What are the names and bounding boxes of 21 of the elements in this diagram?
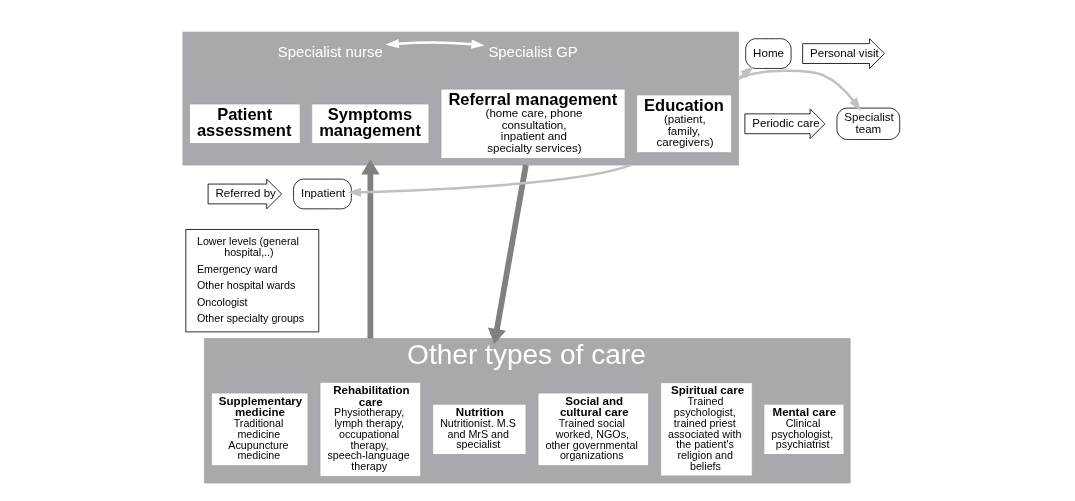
node-box: Specialist team [836, 107, 900, 140]
node-box: Home [744, 38, 792, 69]
node-box: Social and cultural care Trained social worked, NGOs, other governmental organizations [537, 392, 649, 467]
node-box: Nutrition Nutritionist. M.S and MrS and specialist [431, 403, 526, 455]
node-box: Inpatient [292, 178, 352, 210]
node-text: Specialist GP [487, 44, 578, 61]
arrow [347, 163, 631, 197]
node-box: Supplementary medicine Traditional medicine Acupuncture medicine [210, 392, 308, 467]
node-box: Lower levels (general hospital,..) Emergency ward Other hospital wards Oncologist Other specialty groups [184, 229, 319, 333]
node-box: Mental care Clinical psychologist, psychiatrist [762, 403, 844, 455]
node-box: Rehabilitation care Physiotherapy, lymph therapy, occupational therapy, speech-language therapy [319, 381, 421, 477]
node-text: Specialist nurse [277, 44, 383, 61]
node-box: Patient assessment [188, 103, 301, 144]
arrow [360, 159, 380, 339]
node-box: Symptoms management [310, 103, 429, 144]
node-box: Education (patient, family, caregivers) [635, 94, 732, 154]
cluster [182, 31, 739, 166]
node-box: Referral management (home care, phone consultation, inpatient and specialty services) [440, 88, 626, 159]
node-box: Spiritual care Trained psychologist, trained priest associated with the patient's religion and beliefs [659, 382, 753, 477]
arrow [487, 164, 529, 344]
arrow [385, 38, 485, 49]
